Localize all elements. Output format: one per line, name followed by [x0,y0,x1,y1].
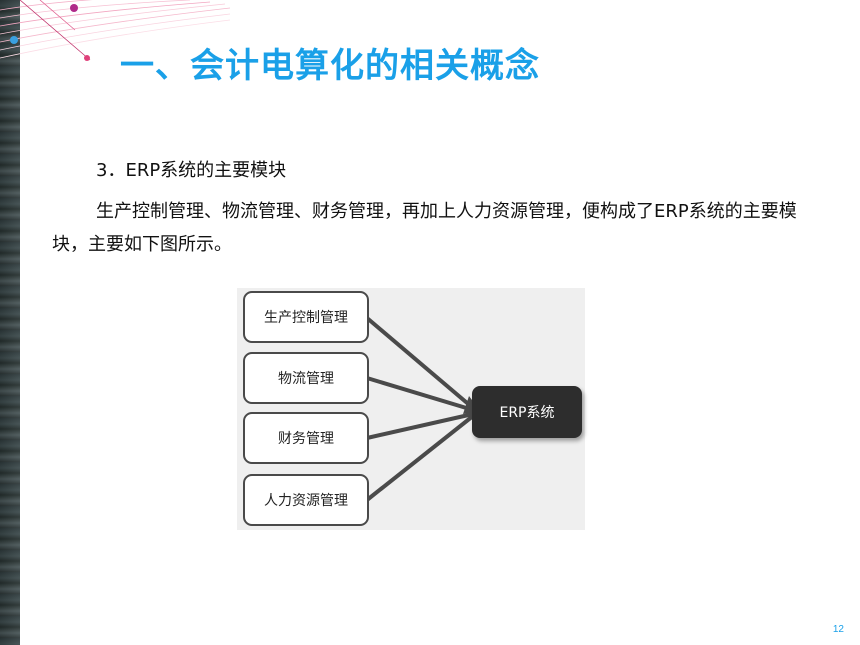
left-decorative-strip [0,0,20,645]
arrow-production [365,316,475,410]
module-production-control: 生产控制管理 [243,291,369,343]
corner-decoration [0,0,230,61]
erp-label: ERP系统 [499,405,555,421]
module-label: 财务管理 [278,431,334,447]
erp-module-diagram: 生产控制管理 物流管理 财务管理 人力资源管理 ERP系统 [237,288,585,530]
module-label: 人力资源管理 [264,493,348,509]
module-human-resources: 人力资源管理 [243,474,369,526]
section-heading: 3．ERP系统的主要模块 [96,160,287,181]
diagram-arrows [365,316,481,502]
module-label: 物流管理 [278,371,334,387]
arrow-hr [365,414,475,502]
arrow-finance [366,412,474,440]
page-number: 12 [832,624,844,635]
module-label: 生产控制管理 [264,310,348,326]
module-finance: 财务管理 [243,412,369,464]
module-logistics: 物流管理 [243,352,369,404]
body-paragraph: 生产控制管理、物流管理、财务管理，再加上人力资源管理，便构成了ERP系统的主要模… [52,201,797,255]
erp-system-node: ERP系统 [472,386,582,438]
arrow-logistics [366,376,474,412]
title-bullet [84,55,90,61]
page-title: 一、会计电算化的相关概念 [120,46,540,86]
